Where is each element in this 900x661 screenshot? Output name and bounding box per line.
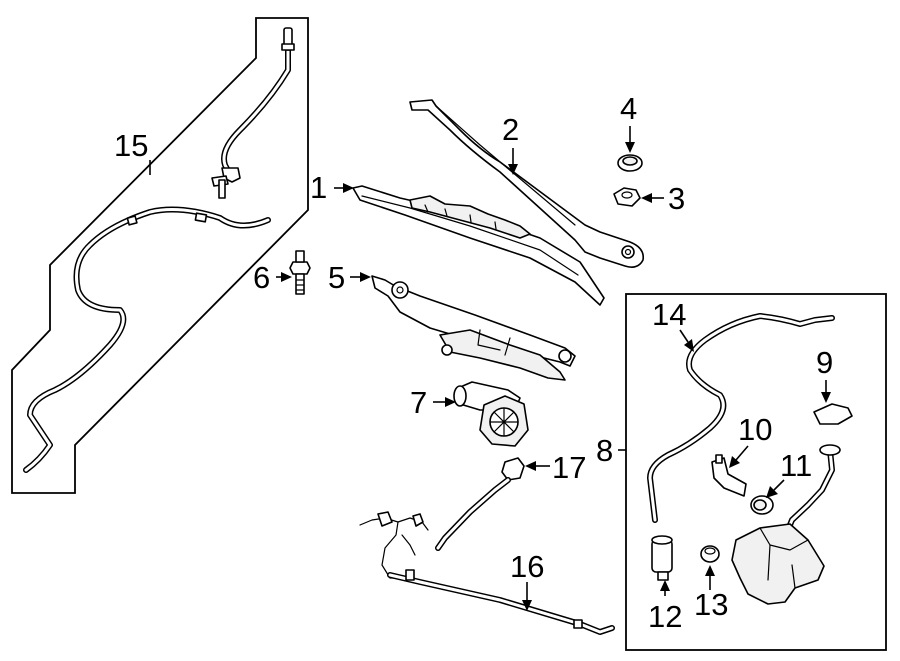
wiper-linkage xyxy=(371,275,576,381)
wiper-blade xyxy=(352,185,605,306)
wiper-arm xyxy=(409,99,645,268)
callout-6: 6 xyxy=(253,260,270,295)
callout-4: 4 xyxy=(620,91,637,126)
callout-5: 5 xyxy=(328,260,345,295)
washer-hose-harness xyxy=(359,511,615,635)
callout-10: 10 xyxy=(738,412,772,447)
pump-grommet xyxy=(700,545,720,563)
hose-group-outline xyxy=(11,17,309,494)
callout-11: 11 xyxy=(780,448,812,483)
callout-13: 13 xyxy=(694,587,728,622)
callout-9: 9 xyxy=(816,345,833,380)
nut-cap xyxy=(617,154,643,172)
callout-3: 3 xyxy=(668,181,685,216)
callout-16: 16 xyxy=(510,549,544,584)
washer-reservoir xyxy=(731,444,841,605)
leader-arrows xyxy=(149,126,831,611)
grommet xyxy=(750,495,774,515)
callout-2: 2 xyxy=(502,112,519,147)
reservoir-group-outline xyxy=(625,293,887,651)
callout-12: 12 xyxy=(648,599,682,634)
mounting-bolt xyxy=(289,250,311,295)
callout-17: 17 xyxy=(552,450,586,485)
rear-washer-hose-group xyxy=(11,17,309,494)
washer-pump xyxy=(651,535,673,581)
callout-7: 7 xyxy=(410,385,427,420)
callout-15: 15 xyxy=(114,128,148,163)
wiper-motor xyxy=(453,381,529,447)
callout-8: 8 xyxy=(596,433,613,468)
callout-labels: 1 2 3 4 5 6 7 8 9 10 11 12 13 14 15 16 1… xyxy=(114,91,833,634)
callout-14: 14 xyxy=(652,297,686,332)
nozzle-fitting xyxy=(711,454,747,497)
reservoir-cap xyxy=(813,403,853,425)
washer-hose-connector xyxy=(435,457,525,551)
washer-reservoir-hose xyxy=(647,313,835,523)
hex-nut xyxy=(613,187,641,207)
callout-1: 1 xyxy=(310,170,327,205)
